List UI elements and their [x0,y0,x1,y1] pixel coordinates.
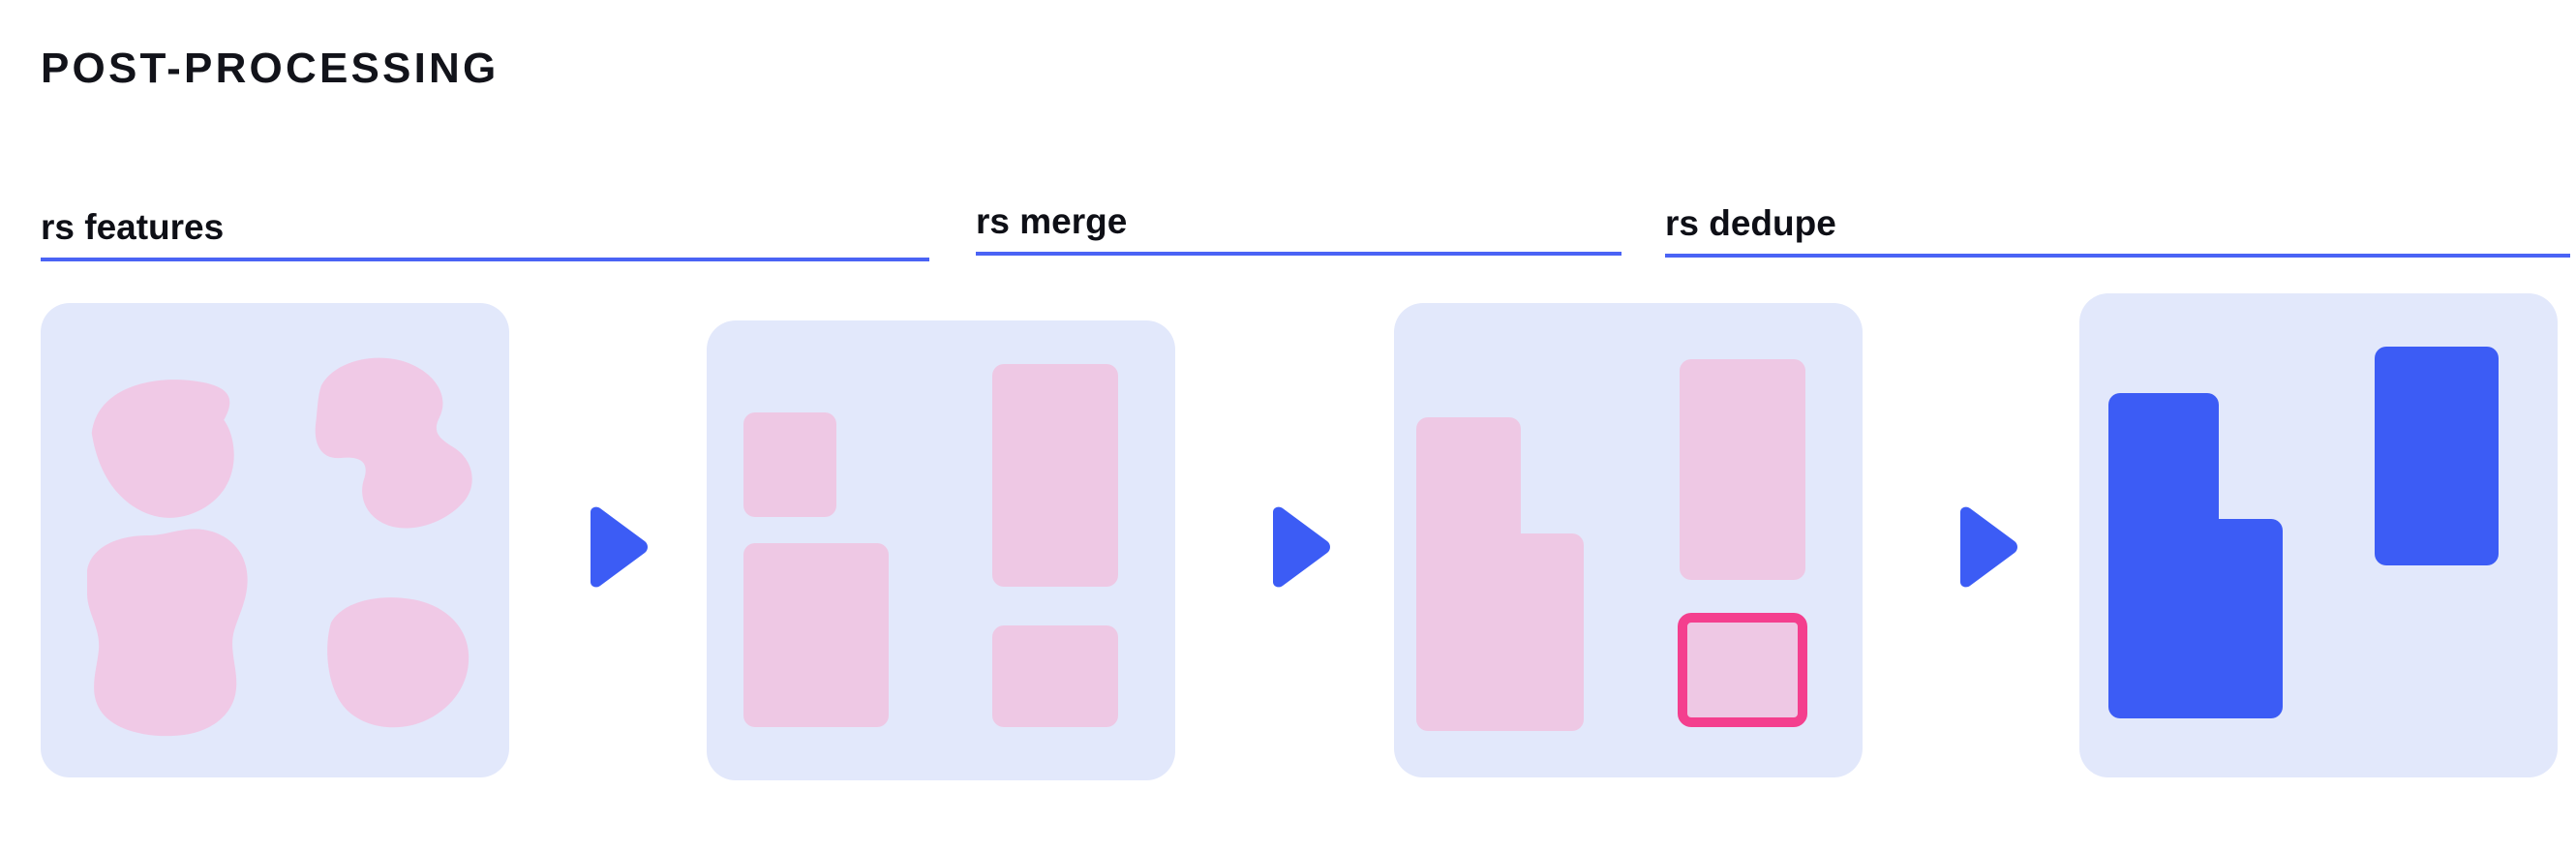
rect-left-large [743,543,889,727]
panel-rs-dedupe [1394,303,1863,777]
rect-right-tall [992,364,1118,587]
blob-bottom-right-icon [327,597,470,728]
section-underline-rs-dedupe [1665,254,2570,258]
blob-top-left-icon [91,380,234,518]
rect-right-tall-final [2375,347,2499,565]
rect-merged-l-shape [1416,417,1584,731]
page-title: POST-PROCESSING [41,45,500,92]
panel-output [2079,293,2558,777]
section-header-rs-features: rs features [41,155,929,261]
section-underline-rs-features [41,258,929,261]
blob-bottom-left-icon [87,529,248,737]
blob-top-right-icon [315,357,472,529]
section-label-rs-dedupe: rs dedupe [1665,203,1836,243]
rect-right-tall [1680,359,1805,580]
section-header-rs-dedupe: rs dedupe [1665,141,2570,258]
merged-shape-group [1416,417,1584,731]
panel-rs-features [41,303,509,777]
final-shape-group [2108,393,2283,718]
rect-merged-l-shape-final [2108,393,2283,718]
blob-group [87,357,472,737]
rect-duplicate-flagged[interactable] [1678,613,1807,727]
panel-rs-merge [707,320,1175,780]
rect-right-small [992,625,1118,727]
section-label-rs-features: rs features [41,207,225,247]
rect-left-small [743,412,836,517]
section-label-rs-merge: rs merge [976,201,1128,241]
section-header-rs-merge: rs merge [976,147,1621,256]
section-underline-rs-merge [976,252,1621,256]
